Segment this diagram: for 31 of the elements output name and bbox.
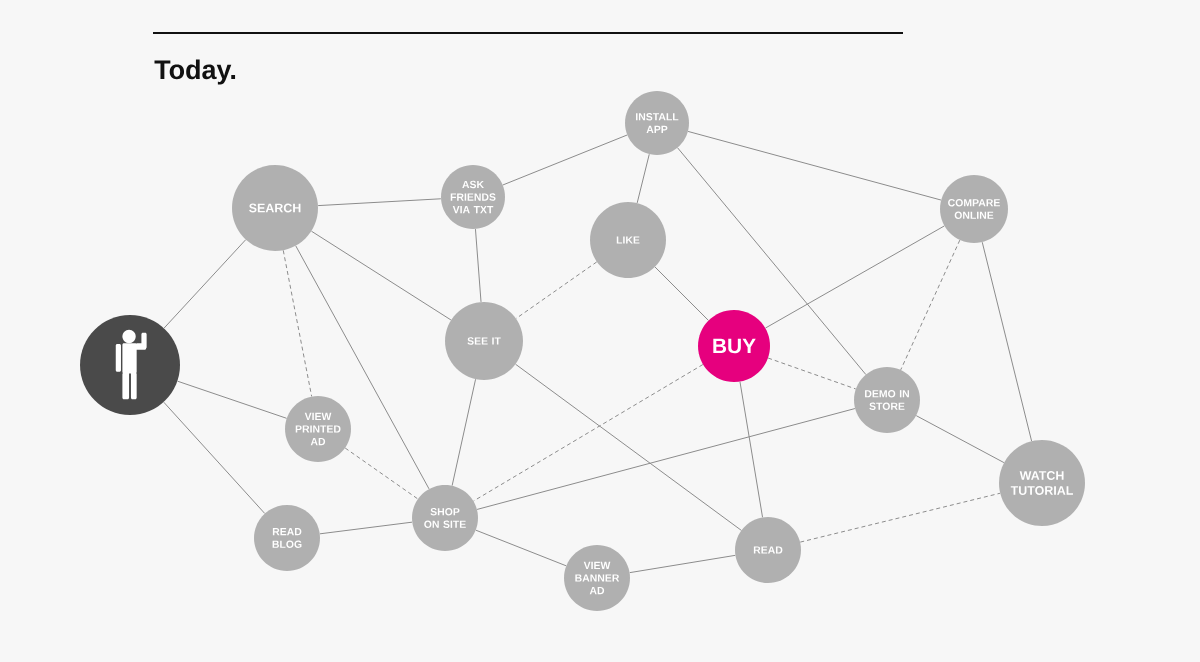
connector-line — [474, 228, 482, 303]
connector-line — [915, 415, 1005, 464]
connector-line — [317, 198, 442, 207]
connector-line — [636, 153, 650, 204]
title: Today. — [154, 59, 236, 85]
connector-line — [900, 239, 961, 371]
connector-line — [687, 130, 942, 201]
connector-line — [629, 554, 736, 574]
connector-line — [739, 381, 764, 518]
connector-line — [344, 447, 419, 500]
connector-line — [764, 225, 945, 329]
connector-line — [799, 492, 1001, 543]
connector-line — [677, 147, 867, 375]
connector-line — [502, 134, 628, 186]
person-icon — [80, 315, 180, 415]
connector-line — [654, 266, 709, 321]
connector-line — [295, 245, 430, 490]
connector-line — [163, 239, 247, 329]
connector-line — [310, 230, 452, 321]
connector-line — [163, 401, 266, 514]
connector-line — [177, 380, 288, 419]
connector-line — [282, 249, 313, 397]
connector-line — [451, 378, 477, 487]
connector-line — [319, 521, 413, 535]
connector-line — [515, 261, 598, 319]
connector-line — [981, 241, 1033, 442]
connector-line — [475, 529, 567, 567]
connector-line — [473, 364, 704, 502]
connector-line — [476, 408, 856, 510]
connector-line — [767, 357, 857, 390]
connector-line — [515, 363, 742, 531]
